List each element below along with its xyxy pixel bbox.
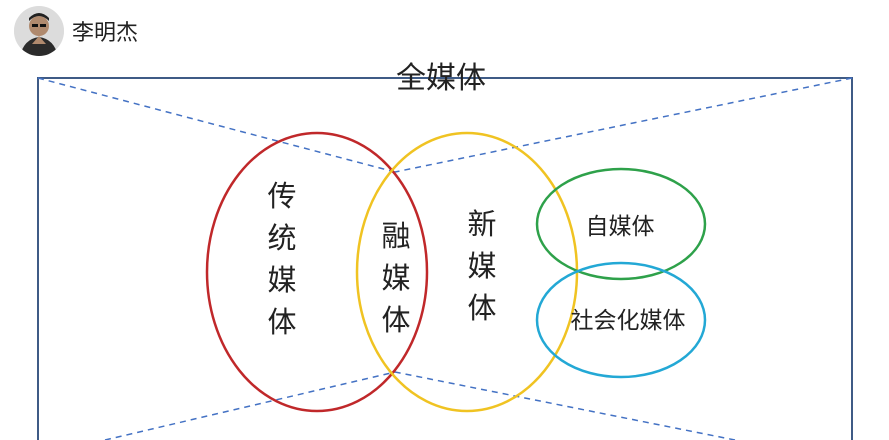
traditional-media-char: 传: [267, 179, 296, 213]
outer-frame: [37, 77, 853, 440]
diagram-title: 全媒体: [396, 61, 486, 96]
guide-line-bottom-right: [394, 371, 736, 440]
new-media-label: 新 媒 体: [467, 207, 496, 325]
header: 李明杰: [14, 6, 138, 56]
new-media-char: 媒: [467, 249, 496, 283]
self-media-ellipse: [535, 167, 707, 281]
traditional-media-char: 体: [267, 305, 296, 339]
traditional-media-label: 传 统 媒 体: [267, 179, 296, 339]
author-name: 李明杰: [72, 21, 139, 46]
traditional-media-ellipse: [205, 131, 429, 413]
social-media-ellipse: [535, 261, 707, 379]
converged-media-char: 体: [381, 303, 410, 337]
guide-line-top-right: [394, 77, 853, 173]
self-media-label: 自媒体: [586, 214, 655, 240]
dashed-guide-lines: [37, 77, 853, 440]
new-media-char: 体: [467, 291, 496, 325]
guide-line-top-left: [37, 77, 396, 173]
new-media-char: 新: [467, 207, 496, 241]
converged-media-char: 媒: [381, 261, 410, 295]
social-media-label: 社会化媒体: [571, 308, 686, 334]
traditional-media-char: 媒: [267, 263, 296, 297]
converged-media-label: 融 媒 体: [381, 219, 410, 337]
converged-media-char: 融: [381, 219, 410, 253]
person-avatar-icon[interactable]: [14, 6, 64, 56]
traditional-media-char: 统: [267, 221, 296, 255]
guide-line-bottom-left: [104, 371, 396, 440]
